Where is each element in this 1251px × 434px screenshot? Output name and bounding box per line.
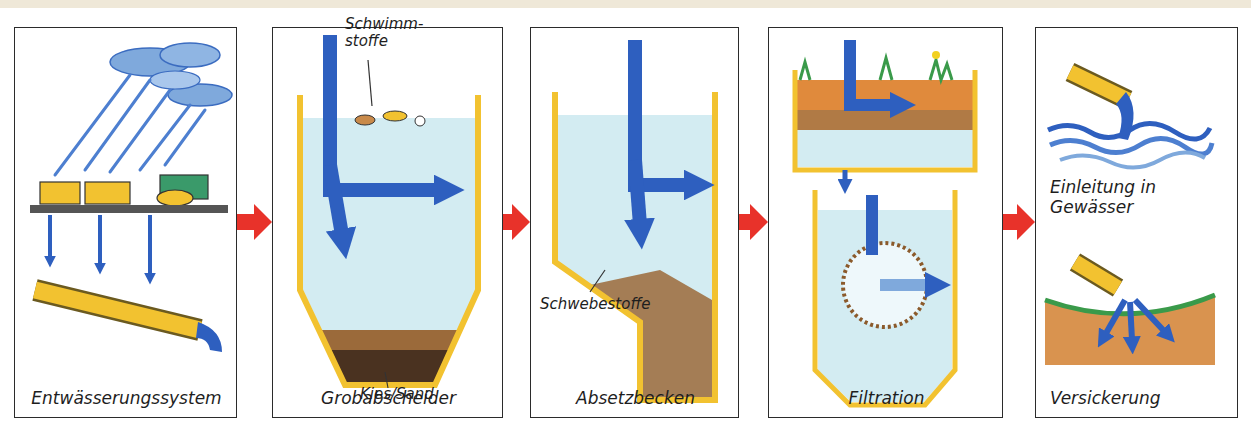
- settling-tank: [590, 270, 605, 292]
- rain: [55, 75, 205, 175]
- flow-arrow-blue: [845, 40, 930, 285]
- road-traffic: [30, 205, 228, 213]
- panel-caption: Einleitung in Gewässer: [1050, 178, 1200, 217]
- discharge-water: [1070, 72, 1128, 100]
- infiltration: [1045, 262, 1215, 365]
- flow-arrow-blue: [850, 40, 895, 105]
- rain-clouds: [150, 71, 200, 89]
- rain: [165, 110, 205, 165]
- flow-arrow-blue: [843, 170, 848, 182]
- separator-tank: [383, 111, 407, 121]
- panel-caption: Filtration: [773, 389, 1000, 409]
- part-label: Kies/Sand: [360, 386, 460, 403]
- flow-arrow-blue: [880, 279, 930, 291]
- soil-filter: [800, 58, 952, 80]
- road-traffic: [85, 182, 130, 204]
- runoff-arrows: [148, 215, 152, 275]
- separator-tank: [368, 60, 372, 106]
- process-panel: Filtration: [768, 27, 1003, 418]
- top-band: [0, 0, 1251, 8]
- separator-tank: [330, 350, 450, 382]
- infiltration: [1130, 302, 1132, 340]
- infiltration: [1075, 262, 1118, 288]
- rain-clouds: [160, 43, 220, 67]
- runoff-arrows: [98, 215, 102, 265]
- process-panel: Absetzbecken: [530, 27, 739, 418]
- part-label: Schwimm- stoffe: [345, 16, 425, 49]
- separator-tank: [355, 115, 375, 125]
- process-panel: Einleitung in GewässerVersickerung: [1035, 27, 1238, 418]
- rain: [85, 80, 150, 170]
- infiltration: [1105, 300, 1165, 340]
- discharge-water: [1060, 152, 1205, 167]
- drain-pipe: [35, 290, 200, 330]
- panel-caption: Absetzbecken: [535, 389, 736, 409]
- infiltration: [1075, 262, 1118, 288]
- infiltration: [1135, 300, 1165, 332]
- flow-arrow: [237, 214, 254, 230]
- flow-arrow-blue: [635, 40, 690, 225]
- flow-arrow: [503, 214, 512, 230]
- filter-tank: [815, 190, 955, 405]
- infiltration: [1045, 295, 1215, 365]
- settling-tank: [590, 270, 712, 397]
- flow-arrow: [1003, 214, 1017, 230]
- part-label: Schwebestoffe: [540, 296, 670, 313]
- flow-arrow: [739, 214, 750, 230]
- rain: [110, 90, 170, 172]
- road-traffic: [40, 182, 80, 204]
- infiltration: [1105, 300, 1125, 335]
- discharge-water: [1048, 123, 1210, 139]
- discharge-water: [1048, 72, 1212, 168]
- soil-filter: [795, 70, 975, 170]
- flow-arrow-blue: [866, 195, 878, 255]
- separator-tank: [415, 116, 425, 126]
- filter-tank: [815, 190, 955, 405]
- flow-arrow-blue: [330, 35, 440, 190]
- filter-tank: [818, 210, 952, 402]
- flow-arrow-blue: [330, 35, 440, 235]
- discharge-water: [1070, 72, 1128, 100]
- road-traffic: [157, 190, 193, 206]
- rain: [140, 105, 190, 170]
- soil-filter: [797, 110, 973, 130]
- drain-pipe: [196, 322, 222, 352]
- panel-caption: Entwässerungssystem: [19, 389, 234, 409]
- flow-arrow-blue: [635, 160, 640, 225]
- soil-filter: [797, 130, 973, 167]
- runoff-arrows: [48, 215, 52, 258]
- road-traffic: [30, 175, 228, 213]
- rain-clouds: [110, 43, 232, 106]
- drain-pipe: [35, 290, 200, 330]
- process-panel: Entwässerungssystem: [14, 27, 237, 418]
- process-panel: Grobabscheider: [272, 27, 503, 418]
- flow-arrow-blue: [330, 165, 342, 235]
- soil-filter: [932, 51, 940, 59]
- drain-pipe: [35, 290, 222, 352]
- runoff-arrows: [50, 215, 150, 275]
- flow-arrow-blue: [635, 40, 690, 185]
- panel-caption: Versickerung: [1050, 389, 1225, 409]
